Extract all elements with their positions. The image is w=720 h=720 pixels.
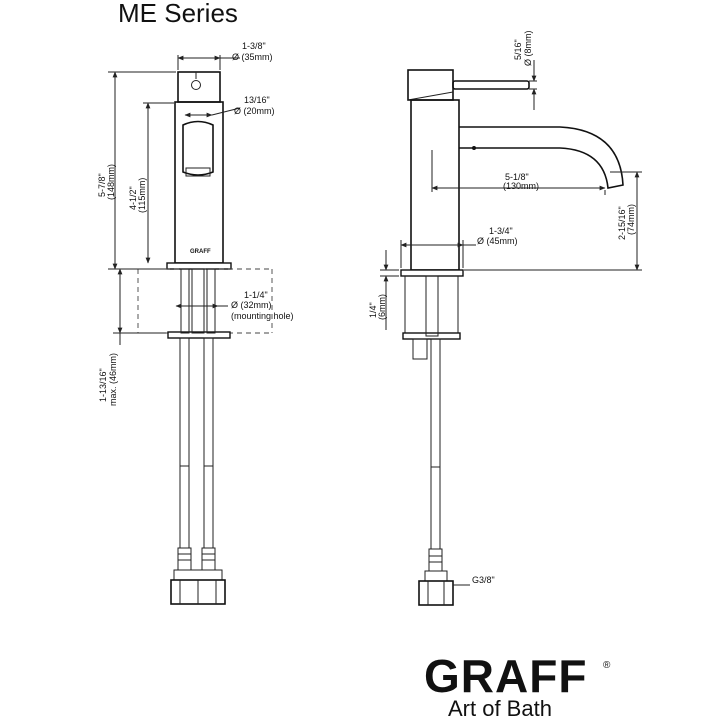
- hose-right: [203, 337, 214, 549]
- dim-handle-in: 5/16": [513, 39, 523, 60]
- dim-hole-in: 1-1/4": [244, 290, 268, 300]
- dim-max-deck-mm: max. (46mm): [108, 353, 118, 406]
- faucet-head: [177, 71, 221, 103]
- mounting-nut: [167, 331, 231, 339]
- dim-reach-in: 5-1/8": [505, 172, 529, 182]
- spout-outline: [182, 120, 214, 176]
- dim-hole-mm: Ø (32mm): [231, 300, 272, 310]
- dim-base-mm: Ø (45mm): [477, 236, 518, 246]
- side-view: 5/16" Ø (8mm) 5-1/8" (130mm) 2-15/16" (7…: [368, 31, 642, 606]
- dim-flange-mm: (6mm): [377, 294, 387, 320]
- dim-base-in: 1-3/4": [489, 226, 513, 236]
- brand-logo: GRAFF: [424, 650, 587, 702]
- dim-head-width-in: 1-3/8": [242, 41, 266, 51]
- dim-body-height-in: 4-1/2": [128, 186, 138, 210]
- dim-total-height-mm: (148mm): [106, 164, 116, 200]
- aerator: [185, 167, 211, 177]
- page-title: ME Series: [118, 0, 238, 28]
- side-hose: [430, 338, 441, 550]
- hose-left: [179, 337, 190, 549]
- base-plate: [166, 262, 232, 270]
- dim-total-height-in: 5-7/8": [97, 173, 107, 197]
- base-logo: GRAFF: [190, 249, 211, 255]
- side-connection-nut: [418, 580, 454, 606]
- dim-head-width-mm: Ø (35mm): [232, 52, 273, 62]
- dim-spout-width-mm: Ø (20mm): [234, 106, 275, 116]
- dim-body-height-mm: (115mm): [137, 178, 147, 213]
- dim-reach-mm: (130mm): [503, 181, 539, 191]
- brand-block: GRAFF ® Art of Bath: [424, 650, 611, 720]
- dim-spout-width-in: 13/16": [244, 95, 270, 105]
- brand-tagline: Art of Bath: [448, 696, 552, 720]
- handle-lever: [452, 80, 530, 90]
- handle-pin: [191, 80, 201, 90]
- dim-handle-mm: Ø (8mm): [523, 31, 533, 67]
- registered-mark: ®: [603, 660, 611, 671]
- dim-flange-in: 1/4": [368, 302, 378, 318]
- dim-spout-height-in: 2-15/16": [617, 206, 627, 240]
- dim-max-deck-in: 1-13/16": [98, 368, 108, 402]
- thread-label: G3/8": [472, 575, 495, 585]
- dim-hole-note: (mounting hole): [231, 311, 294, 321]
- spout: [459, 126, 624, 189]
- dim-spout-height-mm: (74mm): [626, 204, 636, 235]
- side-base-plate: [400, 269, 464, 277]
- front-view: GRAFF 1-3/8": [97, 41, 294, 605]
